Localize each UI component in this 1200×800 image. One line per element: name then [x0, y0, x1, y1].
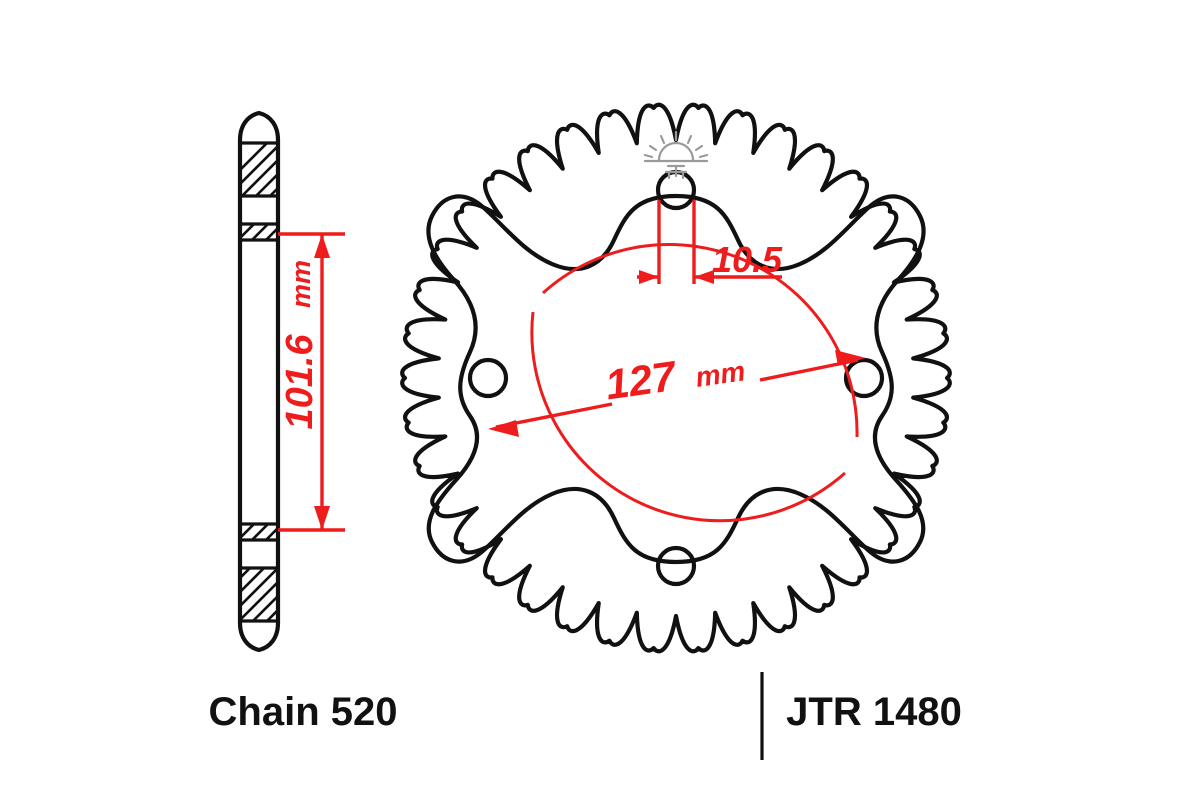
- hub-width-label-group: 101.6 mm: [279, 260, 321, 430]
- mounting-hole-top: [655, 169, 697, 211]
- dimension-hole-size: 10.5: [637, 200, 783, 284]
- pitch-circle-diameter-markings: [530, 243, 859, 523]
- hole-arrowhead-right-icon: [694, 270, 714, 284]
- pitch-circle-arc-lower: [530, 311, 846, 523]
- pitch-circle-arc-upper: [541, 243, 859, 438]
- inner-web-cutout: [426, 193, 926, 565]
- side-profile-section-view: [237, 110, 281, 653]
- mounting-hole-bottom: [655, 545, 697, 587]
- section-hatch-lower-block: [240, 568, 278, 621]
- chain-label: Chain 520: [209, 690, 398, 734]
- hole-size-value: 10.5: [712, 239, 783, 280]
- bolt-circle-arrowhead-right-icon: [835, 350, 866, 366]
- front-face-view: [400, 102, 952, 654]
- side-profile-outline: [237, 110, 281, 653]
- caption-bar: Chain 520 JTR 1480: [209, 672, 962, 760]
- dimension-hub-width: 101.6 mm: [278, 232, 345, 532]
- section-hatch-lower-thin: [240, 524, 278, 540]
- hub-width-unit: mm: [286, 260, 316, 308]
- sprocket-teeth-outline: [400, 102, 952, 654]
- bolt-circle-label-group: 127 mm: [602, 352, 748, 409]
- arrowhead-up-icon: [314, 234, 330, 258]
- mounting-hole-left: [467, 357, 509, 399]
- section-hatch-upper-block: [240, 143, 278, 196]
- section-hatch-upper-thin: [240, 224, 278, 240]
- arrowhead-down-icon: [314, 506, 330, 530]
- hole-arrowhead-left-icon: [639, 270, 659, 284]
- mounting-hole-right: [843, 357, 885, 399]
- bolt-circle-value: 127: [602, 352, 680, 409]
- bolt-circle-unit: mm: [694, 355, 748, 393]
- part-number-label: JTR 1480: [786, 690, 962, 734]
- hub-width-value: 101.6: [279, 334, 321, 430]
- bolt-circle-arrowhead-left-icon: [488, 420, 519, 437]
- dimension-bolt-circle: 127 mm: [488, 350, 866, 437]
- sunrise-icon: [643, 130, 709, 180]
